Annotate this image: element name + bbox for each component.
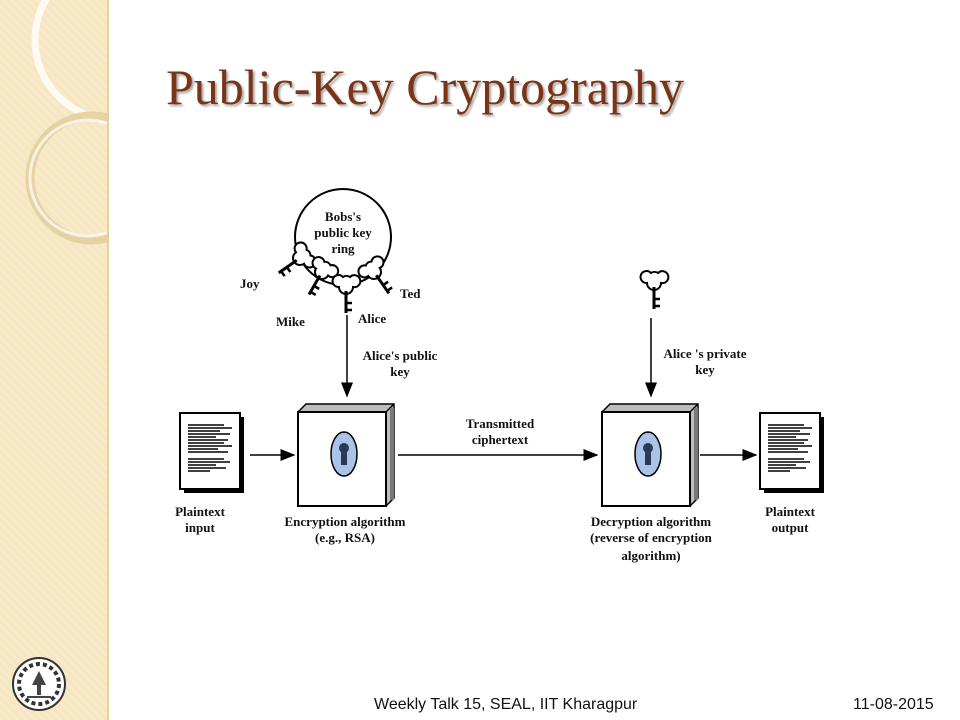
key-ring-line-3: ring <box>331 241 355 256</box>
transmitted-line-2: ciphertext <box>471 432 529 447</box>
plaintext-input-line-2: input <box>185 520 215 535</box>
key-ring-line-2: public key <box>314 225 372 240</box>
key-joy-label: Joy <box>240 276 260 291</box>
public-key-line-1: Alice's public <box>362 348 438 363</box>
public-key-line-2: key <box>390 364 410 379</box>
decryption-box <box>601 403 699 507</box>
footer-date: 11-08-2015 <box>853 696 934 713</box>
private-key-line-2: key <box>695 362 715 377</box>
private-key-line-1: Alice 's private <box>663 346 747 361</box>
encryption-line-2: (e.g., RSA) <box>315 530 375 545</box>
encryption-line-1: Encryption algorithm <box>284 514 406 529</box>
public-key-label: Alice's public key <box>352 348 448 380</box>
plaintext-input-label: Plaintext input <box>162 504 238 536</box>
key-ring-label: Bobs's public key ring <box>303 209 383 257</box>
transmitted-label: Transmitted ciphertext <box>448 416 552 448</box>
plaintext-output-line-2: output <box>771 520 809 535</box>
key-ring-line-1: Bobs's <box>324 209 362 224</box>
sidebar-decoration <box>0 0 109 720</box>
plaintext-output-doc-icon <box>759 412 825 494</box>
page-title: Public-Key Cryptography <box>166 59 684 115</box>
plaintext-input-line-1: Plaintext <box>175 504 225 519</box>
decryption-label: Decryption algorithm (reverse of encrypt… <box>566 514 736 564</box>
sidebar-circles <box>25 0 107 245</box>
plaintext-output-line-1: Plaintext <box>765 504 815 519</box>
plaintext-input-doc-icon <box>179 412 245 494</box>
key-ted-label: Ted <box>400 286 421 301</box>
encryption-box <box>297 403 395 507</box>
encryption-label: Encryption algorithm (e.g., RSA) <box>260 514 430 546</box>
footer-text: Weekly Talk 15, SEAL, IIT Kharagpur <box>374 696 638 713</box>
key-alice-label: Alice <box>358 311 387 326</box>
key-mike-label: Mike <box>276 314 305 329</box>
decryption-line-3: algorithm) <box>621 548 681 563</box>
decryption-line-2: (reverse of encryption <box>590 530 712 545</box>
private-key-icon <box>639 269 670 311</box>
transmitted-line-1: Transmitted <box>465 416 535 431</box>
plaintext-output-label: Plaintext output <box>752 504 828 536</box>
iit-logo-icon <box>12 657 66 711</box>
key-alice-icon <box>331 273 362 315</box>
private-key-label: Alice 's private key <box>653 346 757 378</box>
decryption-line-1: Decryption algorithm <box>590 514 712 529</box>
